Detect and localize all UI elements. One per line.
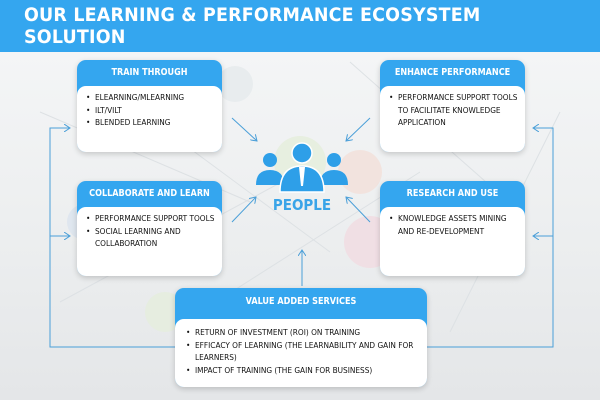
right-loop-arrow <box>427 128 554 348</box>
people-label: PEOPLE <box>272 196 332 214</box>
arrow-research-to-people <box>346 197 371 223</box>
list-item: ILT/VILT <box>85 104 216 117</box>
list-item: PERFORMANCE SUPPORT TOOLS <box>85 212 216 225</box>
left-loop-arrow <box>49 128 175 348</box>
list-item: SOCIAL LEARNING AND COLLABORATION <box>85 225 216 250</box>
arrow-collaborate-to-people <box>231 197 256 223</box>
people-group-icon <box>256 142 348 193</box>
card-title: VALUE ADDED SERVICES <box>245 296 357 307</box>
train-through-card: TRAIN THROUGH ELEARNING/MLEARNING ILT/VI… <box>77 60 222 152</box>
bg-circle <box>217 66 253 102</box>
arrow-enhance-to-people <box>346 117 371 141</box>
enhance-performance-card: ENHANCE PERFORMANCE PERFORMANCE SUPPORT … <box>380 60 525 152</box>
research-use-card: RESEARCH AND USE KNOWLEDGE ASSETS MINING… <box>380 181 525 276</box>
list-item: RETURN OF INVESTMENT (ROI) ON TRAINING <box>185 326 421 339</box>
card-title: RESEARCH AND USE <box>406 188 499 199</box>
card-title: TRAIN THROUGH <box>111 67 188 78</box>
list-item: IMPACT OF TRAINING (THE GAIN FOR BUSINES… <box>185 364 421 377</box>
value-added-services-card: VALUE ADDED SERVICES RETURN OF INVESTMEN… <box>175 288 427 387</box>
list-item: BLENDED LEARNING <box>85 116 216 129</box>
card-title: ENHANCE PERFORMANCE <box>394 67 511 78</box>
header-banner: OUR LEARNING & PERFORMANCE ECOSYSTEM SOL… <box>0 0 600 52</box>
card-title: COLLABORATE AND LEARN <box>89 188 210 199</box>
list-item: ELEARNING/MLEARNING <box>85 91 216 104</box>
bg-circle <box>338 150 382 194</box>
list-item: KNOWLEDGE ASSETS MINING AND RE-DEVELOPME… <box>388 212 519 237</box>
arrow-train-to-people <box>231 117 257 141</box>
page-title: OUR LEARNING & PERFORMANCE ECOSYSTEM SOL… <box>24 4 481 48</box>
list-item: EFFICACY OF LEARNING (THE LEARNABILITY A… <box>185 339 421 364</box>
list-item: PERFORMANCE SUPPORT TOOLS TO FACILITATE … <box>388 91 519 129</box>
collaborate-learn-card: COLLABORATE AND LEARN PERFORMANCE SUPPOR… <box>77 181 222 276</box>
